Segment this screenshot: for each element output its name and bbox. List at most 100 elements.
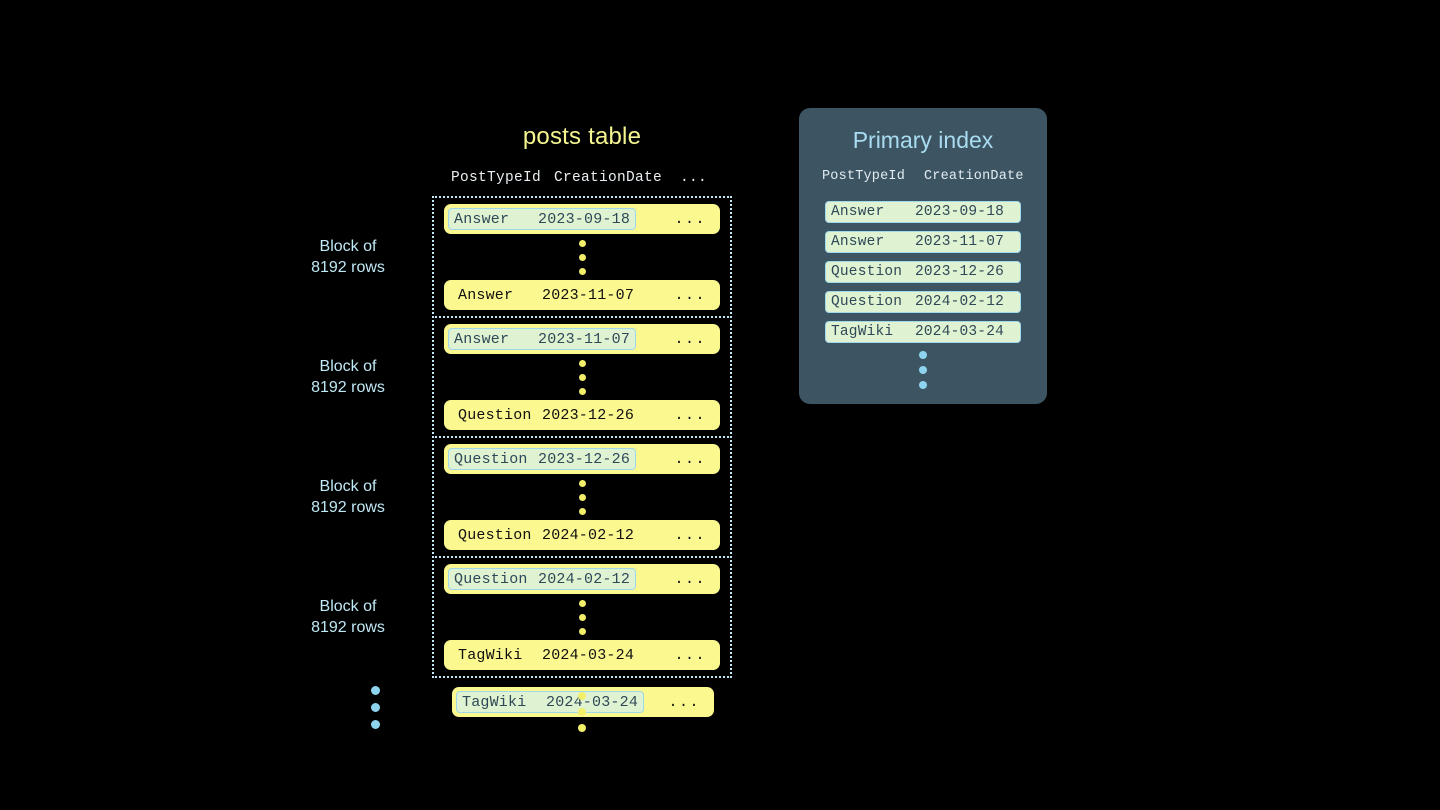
cell-more: ... bbox=[674, 646, 706, 664]
dot bbox=[578, 627, 586, 635]
cell-post-type-id: TagWiki bbox=[831, 324, 894, 340]
dot bbox=[578, 387, 586, 395]
posts-table-title: posts table bbox=[522, 123, 642, 150]
row-ellipsis-dots bbox=[434, 474, 730, 520]
cell-more: ... bbox=[674, 570, 706, 588]
index-row: Answer 2023-09-18 bbox=[825, 201, 1021, 223]
cell-post-type-id: Answer bbox=[454, 210, 510, 228]
index-continuation-dots bbox=[825, 351, 1021, 389]
primary-index-rows: Answer 2023-09-18 Answer 2023-11-07 Ques… bbox=[799, 201, 1047, 389]
primary-index-panel: Primary index PostTypeId CreationDate An… bbox=[799, 108, 1047, 404]
cell-creation-date: 2024-02-12 bbox=[915, 294, 1005, 310]
index-key-cell: Answer 2023-11-07 bbox=[448, 328, 637, 350]
cell-post-type-id: Question bbox=[458, 406, 532, 424]
dot bbox=[919, 351, 927, 359]
cell-creation-date: 2023-12-26 bbox=[915, 264, 1005, 280]
dot bbox=[578, 239, 586, 247]
cell-creation-date: 2024-03-24 bbox=[542, 646, 635, 664]
dot bbox=[371, 686, 380, 695]
row-cells: Question 2024-02-12 bbox=[453, 527, 639, 544]
table-row: Question 2024-02-12 ... bbox=[444, 564, 720, 594]
table-continuation-dots bbox=[578, 692, 586, 732]
cell-creation-date: 2024-02-12 bbox=[542, 526, 635, 544]
dot bbox=[578, 708, 586, 716]
table-row: Question 2023-12-26 ... bbox=[444, 400, 720, 430]
cell-creation-date: 2023-12-26 bbox=[538, 450, 631, 468]
table-row: Question 2024-02-12 ... bbox=[444, 520, 720, 550]
dot bbox=[919, 381, 927, 389]
block-label: Block of 8192 rows bbox=[311, 598, 385, 636]
dot bbox=[578, 373, 586, 381]
dot bbox=[578, 253, 586, 261]
block-label: Block of 8192 rows bbox=[311, 478, 385, 516]
cell-more: ... bbox=[674, 450, 706, 468]
cell-creation-date: 2023-12-26 bbox=[542, 406, 635, 424]
cell-post-type-id: TagWiki bbox=[462, 693, 527, 711]
cell-post-type-id: Question bbox=[454, 450, 528, 468]
cell-post-type-id: TagWiki bbox=[458, 646, 523, 664]
dot bbox=[578, 613, 586, 621]
row-ellipsis-dots bbox=[434, 234, 730, 280]
table-block: Block of 8192 rows Answer 2023-09-18 ... bbox=[311, 196, 732, 318]
row-cells: TagWiki 2024-03-24 bbox=[453, 647, 639, 664]
cell-creation-date: 2023-09-18 bbox=[915, 204, 1005, 220]
posts-table-blocks: Block of 8192 rows Answer 2023-09-18 ... bbox=[311, 196, 732, 717]
dot bbox=[578, 692, 586, 700]
column-header-more: ... bbox=[680, 170, 708, 186]
column-header-creation-date: CreationDate bbox=[554, 170, 663, 186]
cell-post-type-id: Question bbox=[831, 294, 903, 310]
dot bbox=[578, 493, 586, 501]
row-cells: Question 2023-12-26 bbox=[453, 407, 639, 424]
cell-post-type-id: Answer bbox=[831, 234, 885, 250]
index-row: Question 2024-02-12 bbox=[825, 291, 1021, 313]
index-row: Answer 2023-11-07 bbox=[825, 231, 1021, 253]
primary-index-title: Primary index bbox=[852, 127, 994, 153]
table-block: Block of 8192 rows Question 2023-12-26 .… bbox=[311, 436, 732, 558]
dot bbox=[578, 724, 586, 732]
posts-table-column-headers: PostTypeId CreationDate ... bbox=[432, 170, 732, 192]
cell-creation-date: 2024-03-24 bbox=[915, 324, 1005, 340]
cell-post-type-id: Question bbox=[458, 526, 532, 544]
cell-creation-date: 2024-03-24 bbox=[546, 693, 639, 711]
row-cells: Answer 2023-11-07 bbox=[453, 287, 639, 304]
column-header-creation-date: CreationDate bbox=[924, 169, 1024, 184]
cell-creation-date: 2023-11-07 bbox=[542, 286, 635, 304]
dot bbox=[578, 267, 586, 275]
cell-more: ... bbox=[668, 693, 700, 711]
cell-post-type-id: Question bbox=[831, 264, 903, 280]
primary-index-column-headers: PostTypeId CreationDate bbox=[799, 169, 1047, 191]
table-row: Answer 2023-11-07 ... bbox=[444, 280, 720, 310]
cell-post-type-id: Answer bbox=[458, 286, 514, 304]
row-ellipsis-dots bbox=[434, 354, 730, 400]
cell-post-type-id: Answer bbox=[454, 330, 510, 348]
table-row: Answer 2023-09-18 ... bbox=[444, 204, 720, 234]
index-key-cell: Question 2024-02-12 bbox=[448, 568, 637, 590]
posts-table: posts table PostTypeId CreationDate ... … bbox=[311, 120, 732, 717]
block-continuation-dots bbox=[371, 686, 380, 729]
index-row: Question 2023-12-26 bbox=[825, 261, 1021, 283]
table-row: Answer 2023-11-07 ... bbox=[444, 324, 720, 354]
cell-post-type-id: Answer bbox=[831, 204, 885, 220]
cell-more: ... bbox=[674, 210, 706, 228]
index-key-cell: Answer 2023-09-18 bbox=[448, 208, 637, 230]
dot bbox=[578, 599, 586, 607]
table-row: TagWiki 2024-03-24 ... bbox=[444, 640, 720, 670]
cell-more: ... bbox=[674, 406, 706, 424]
dot bbox=[371, 720, 380, 729]
cell-post-type-id: Question bbox=[454, 570, 528, 588]
dot bbox=[371, 703, 380, 712]
table-block: Block of 8192 rows Answer 2023-11-07 ... bbox=[311, 316, 732, 438]
cell-more: ... bbox=[674, 526, 706, 544]
dot bbox=[919, 366, 927, 374]
cell-creation-date: 2023-11-07 bbox=[915, 234, 1005, 250]
cell-more: ... bbox=[674, 330, 706, 348]
table-row: Question 2023-12-26 ... bbox=[444, 444, 720, 474]
column-header-post-type-id: PostTypeId bbox=[451, 170, 542, 186]
block-label: Block of 8192 rows bbox=[311, 358, 385, 396]
table-block: Block of 8192 rows Question 2024-02-12 .… bbox=[311, 556, 732, 678]
dot bbox=[578, 479, 586, 487]
dot bbox=[578, 359, 586, 367]
index-row: TagWiki 2024-03-24 bbox=[825, 321, 1021, 343]
index-key-cell: Question 2023-12-26 bbox=[448, 448, 637, 470]
